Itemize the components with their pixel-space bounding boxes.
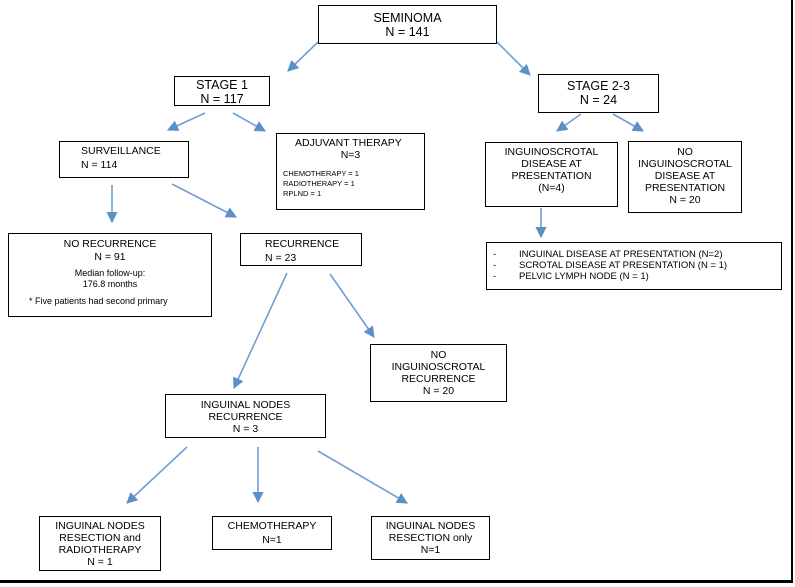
stage1-title: STAGE 1 bbox=[196, 78, 248, 92]
arrow-recurrence-inguinal bbox=[233, 272, 288, 390]
presentation-list: -INGUINAL DISEASE AT PRESENTATION (N=2) … bbox=[487, 249, 781, 282]
arrow-stage1-surveillance bbox=[166, 112, 206, 131]
inguino-presentation-box: INGUINOSCROTAL DISEASE AT PRESENTATION (… bbox=[485, 142, 618, 207]
presentation-list-box: -INGUINAL DISEASE AT PRESENTATION (N=2) … bbox=[486, 242, 782, 290]
adjuvant-count: N=3 bbox=[340, 149, 361, 161]
chemo-count: N=1 bbox=[262, 534, 282, 546]
resect-only-count: N=1 bbox=[420, 544, 441, 556]
no-inguino-line-2: INGUINOSCROTAL bbox=[638, 158, 732, 170]
stage1-box: STAGE 1 N = 117 bbox=[174, 76, 270, 106]
list-item: -INGUINAL DISEASE AT PRESENTATION (N=2) bbox=[493, 249, 723, 260]
adjuvant-item-radiotherapy: RADIOTHERAPY = 1 bbox=[283, 179, 355, 188]
recurrence-count: N = 23 bbox=[265, 252, 297, 264]
surveillance-count: N = 114 bbox=[81, 159, 118, 171]
inguinal-recur-line-1: INGUINAL NODES bbox=[200, 399, 291, 411]
seminoma-count: N = 141 bbox=[385, 25, 430, 39]
no-inguino-presentation-box: NO INGUINOSCROTAL DISEASE AT PRESENTATIO… bbox=[628, 141, 742, 213]
resection-only-box: INGUINAL NODES RESECTION only N=1 bbox=[371, 516, 490, 560]
resect-radio-line-2: RESECTION and bbox=[59, 532, 141, 544]
no-inguino-recur-line-1: NO bbox=[430, 349, 447, 361]
inguinal-recur-count: N = 3 bbox=[232, 423, 259, 435]
no-inguino-line-4: PRESENTATION bbox=[644, 182, 726, 194]
resect-radio-line-1: INGUINAL NODES bbox=[55, 520, 145, 532]
inguinal-recur-line-2: RECURRENCE bbox=[208, 411, 283, 423]
chemo-line-1: CHEMOTHERAPY bbox=[227, 520, 317, 532]
arrow-seminoma-stage1 bbox=[287, 41, 319, 72]
adjuvant-item-chemotherapy: CHEMOTHERAPY = 1 bbox=[283, 169, 359, 178]
inguinal-nodes-recurrence-box: INGUINAL NODES RECURRENCE N = 3 bbox=[165, 394, 326, 438]
inguino-count: (N=4) bbox=[538, 182, 565, 194]
resect-radio-count: N = 1 bbox=[87, 556, 113, 568]
resect-only-line-2: RESECTION only bbox=[388, 532, 473, 544]
arrow-surveillance-recurrence bbox=[171, 183, 237, 218]
adjuvant-title: ADJUVANT THERAPY bbox=[295, 137, 402, 149]
recurrence-title: RECURRENCE bbox=[265, 238, 340, 250]
inguino-line-3: PRESENTATION bbox=[511, 170, 592, 182]
no-inguino-recurrence-box: NO INGUINOSCROTAL RECURRENCE N = 20 bbox=[370, 344, 507, 402]
stage1-count: N = 117 bbox=[200, 92, 244, 106]
arrow-inguinal-resectradio bbox=[126, 446, 188, 504]
stage23-count: N = 24 bbox=[579, 93, 618, 107]
no-recurrence-count: N = 91 bbox=[94, 251, 126, 263]
no-inguino-line-1: NO bbox=[677, 146, 693, 158]
list-item: -SCROTAL DISEASE AT PRESENTATION (N = 1) bbox=[493, 260, 728, 271]
arrow-seminoma-stage23 bbox=[496, 41, 531, 76]
stage23-title: STAGE 2-3 bbox=[567, 79, 630, 93]
resect-only-line-1: INGUINAL NODES bbox=[385, 520, 476, 532]
seminoma-box: SEMINOMA N = 141 bbox=[318, 5, 497, 44]
recurrence-box: RECURRENCE N = 23 bbox=[240, 233, 362, 266]
followup-label: Median follow-up: bbox=[74, 268, 146, 278]
seminoma-title: SEMINOMA bbox=[373, 11, 442, 25]
surveillance-box: SURVEILLANCE N = 114 bbox=[59, 141, 189, 178]
second-primary-note: * Five patients had second primary bbox=[29, 296, 168, 306]
arrow-inguinal-resectonly bbox=[317, 450, 408, 504]
no-inguino-recur-count: N = 20 bbox=[422, 385, 455, 397]
adjuvant-item-rplnd: RPLND = 1 bbox=[283, 189, 322, 198]
inguino-line-1: INGUINOSCROTAL bbox=[504, 146, 599, 158]
no-inguino-line-3: DISEASE AT bbox=[654, 170, 716, 182]
no-inguino-recur-line-3: RECURRENCE bbox=[401, 373, 476, 385]
followup-value: 176.8 months bbox=[82, 279, 138, 289]
arrow-stage23-no-inguino bbox=[612, 113, 644, 132]
resection-radiotherapy-box: INGUINAL NODES RESECTION and RADIOTHERAP… bbox=[39, 516, 161, 571]
arrow-stage23-inguino bbox=[556, 113, 582, 132]
arrow-stage1-adjuvant bbox=[232, 112, 266, 132]
chemotherapy-box: CHEMOTHERAPY N=1 bbox=[212, 516, 332, 550]
no-inguino-count: N = 20 bbox=[669, 194, 701, 206]
no-inguino-recur-line-2: INGUINOSCROTAL bbox=[391, 361, 486, 373]
surveillance-title: SURVEILLANCE bbox=[81, 145, 161, 157]
no-recurrence-title: NO RECURRENCE bbox=[63, 238, 157, 250]
list-item: -PELVIC LYMPH NODE (N = 1) bbox=[493, 271, 649, 282]
adjuvant-box: ADJUVANT THERAPY N=3 CHEMOTHERAPY = 1 RA… bbox=[276, 133, 425, 210]
inguino-line-2: DISEASE AT bbox=[521, 158, 582, 170]
no-recurrence-box: NO RECURRENCE N = 91 Median follow-up: 1… bbox=[8, 233, 212, 317]
stage23-box: STAGE 2-3 N = 24 bbox=[538, 74, 659, 113]
resect-radio-line-3: RADIOTHERAPY bbox=[58, 544, 142, 556]
arrow-recurrence-no-inguino bbox=[329, 273, 375, 338]
